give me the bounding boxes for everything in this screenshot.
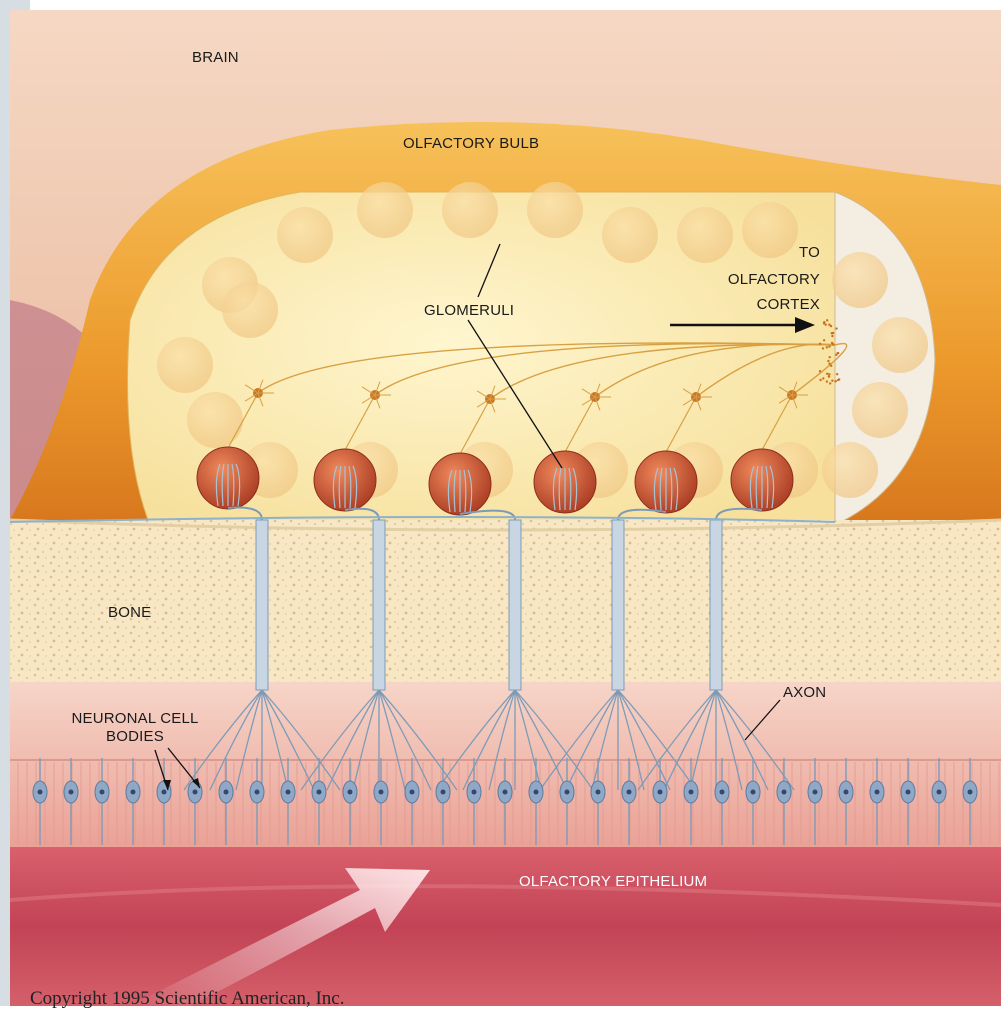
neuron-nucleus: [658, 790, 663, 795]
fiber-dot: [819, 379, 821, 381]
neuron-nucleus: [286, 790, 291, 795]
fiber-dot: [826, 380, 828, 382]
neuron-nucleus: [751, 790, 756, 795]
neuron-nucleus: [689, 790, 694, 795]
neuron-nucleus: [224, 790, 229, 795]
faint-cell: [852, 382, 908, 438]
fiber-dot: [831, 335, 833, 337]
copyright-notice: Copyright 1995 Scientific American, Inc.: [30, 988, 344, 1010]
neuron-nucleus: [565, 790, 570, 795]
fiber-dot: [836, 352, 838, 354]
fiber-dot: [831, 332, 833, 334]
axon-bundle: [509, 520, 521, 690]
neuron-nucleus: [596, 790, 601, 795]
olfactory-epithelium-label: OLFACTORY EPITHELIUM: [519, 873, 707, 890]
neuron-nucleus: [906, 790, 911, 795]
neuron-nucleus: [131, 790, 136, 795]
neuron-nucleus: [379, 790, 384, 795]
neuron-nucleus: [255, 790, 260, 795]
faint-cell: [872, 317, 928, 373]
bone-label: BONE: [108, 604, 151, 621]
neuron-nucleus: [472, 790, 477, 795]
neuron-nucleus: [348, 790, 353, 795]
fiber-dot: [828, 345, 830, 347]
neuron-nucleus: [968, 790, 973, 795]
to-cortex-line3: CORTEX: [700, 296, 820, 313]
fiber-dot: [830, 365, 832, 367]
axon-bundle: [256, 520, 268, 690]
fiber-dot: [828, 375, 830, 377]
fiber-dot: [823, 339, 825, 341]
fiber-dot: [826, 373, 828, 375]
faint-cell: [832, 252, 888, 308]
fiber-dot: [826, 319, 828, 321]
fiber-dot: [819, 343, 821, 345]
fiber-dot: [822, 377, 824, 379]
neuron-nucleus: [534, 790, 539, 795]
fiber-dot: [822, 347, 824, 349]
fiber-dot: [832, 343, 834, 345]
fiber-dot: [829, 356, 831, 358]
neuron-nucleus: [317, 790, 322, 795]
fiber-dot: [819, 370, 821, 372]
axon-bundle: [612, 520, 624, 690]
to-cortex-line2: OLFACTORY: [700, 271, 820, 288]
neuron-nucleus: [813, 790, 818, 795]
neuron-nucleus: [38, 790, 43, 795]
faint-cell: [357, 182, 413, 238]
to-cortex-line1: TO: [760, 244, 820, 261]
axon-label: AXON: [783, 684, 826, 701]
neuron-nucleus: [162, 790, 167, 795]
faint-cell: [157, 337, 213, 393]
fiber-dot: [823, 322, 825, 324]
neuron-nucleus: [100, 790, 105, 795]
neuron-nucleus: [782, 790, 787, 795]
faint-cell: [277, 207, 333, 263]
neuron-nucleus: [627, 790, 632, 795]
neuron-nucleus: [844, 790, 849, 795]
axon-bundle: [710, 520, 722, 690]
neuron-nucleus: [69, 790, 74, 795]
faint-cell: [222, 282, 278, 338]
fiber-dot: [831, 379, 833, 381]
neuron-nucleus: [875, 790, 880, 795]
brain-label: BRAIN: [192, 49, 239, 66]
neuron-nucleus: [720, 790, 725, 795]
faint-cell: [187, 392, 243, 448]
neuron-nucleus: [441, 790, 446, 795]
faint-cell: [442, 182, 498, 238]
neuron-nucleus: [503, 790, 508, 795]
neuron-nucleus: [410, 790, 415, 795]
fiber-dot: [826, 346, 828, 348]
fiber-dot: [838, 378, 840, 380]
neuronal-cell-label-line1: NEURONAL CELL: [60, 710, 210, 727]
fiber-dot: [834, 380, 836, 382]
fiber-dot: [828, 373, 830, 375]
glomeruli-label: GLOMERULI: [424, 302, 514, 319]
faint-cell: [822, 442, 878, 498]
olfactory-bulb-label: OLFACTORY BULB: [403, 135, 539, 152]
fiber-dot: [828, 324, 830, 326]
faint-cell: [677, 207, 733, 263]
fiber-dot: [829, 382, 831, 384]
faint-cell: [602, 207, 658, 263]
axon-bundle: [373, 520, 385, 690]
faint-cell: [527, 182, 583, 238]
neuron-nucleus: [193, 790, 198, 795]
fiber-dot: [827, 360, 829, 362]
neuronal-cell-label-line2: BODIES: [60, 728, 210, 745]
fiber-dot: [828, 362, 830, 364]
neuron-nucleus: [937, 790, 942, 795]
fiber-dot: [836, 373, 838, 375]
fiber-dot: [835, 327, 837, 329]
